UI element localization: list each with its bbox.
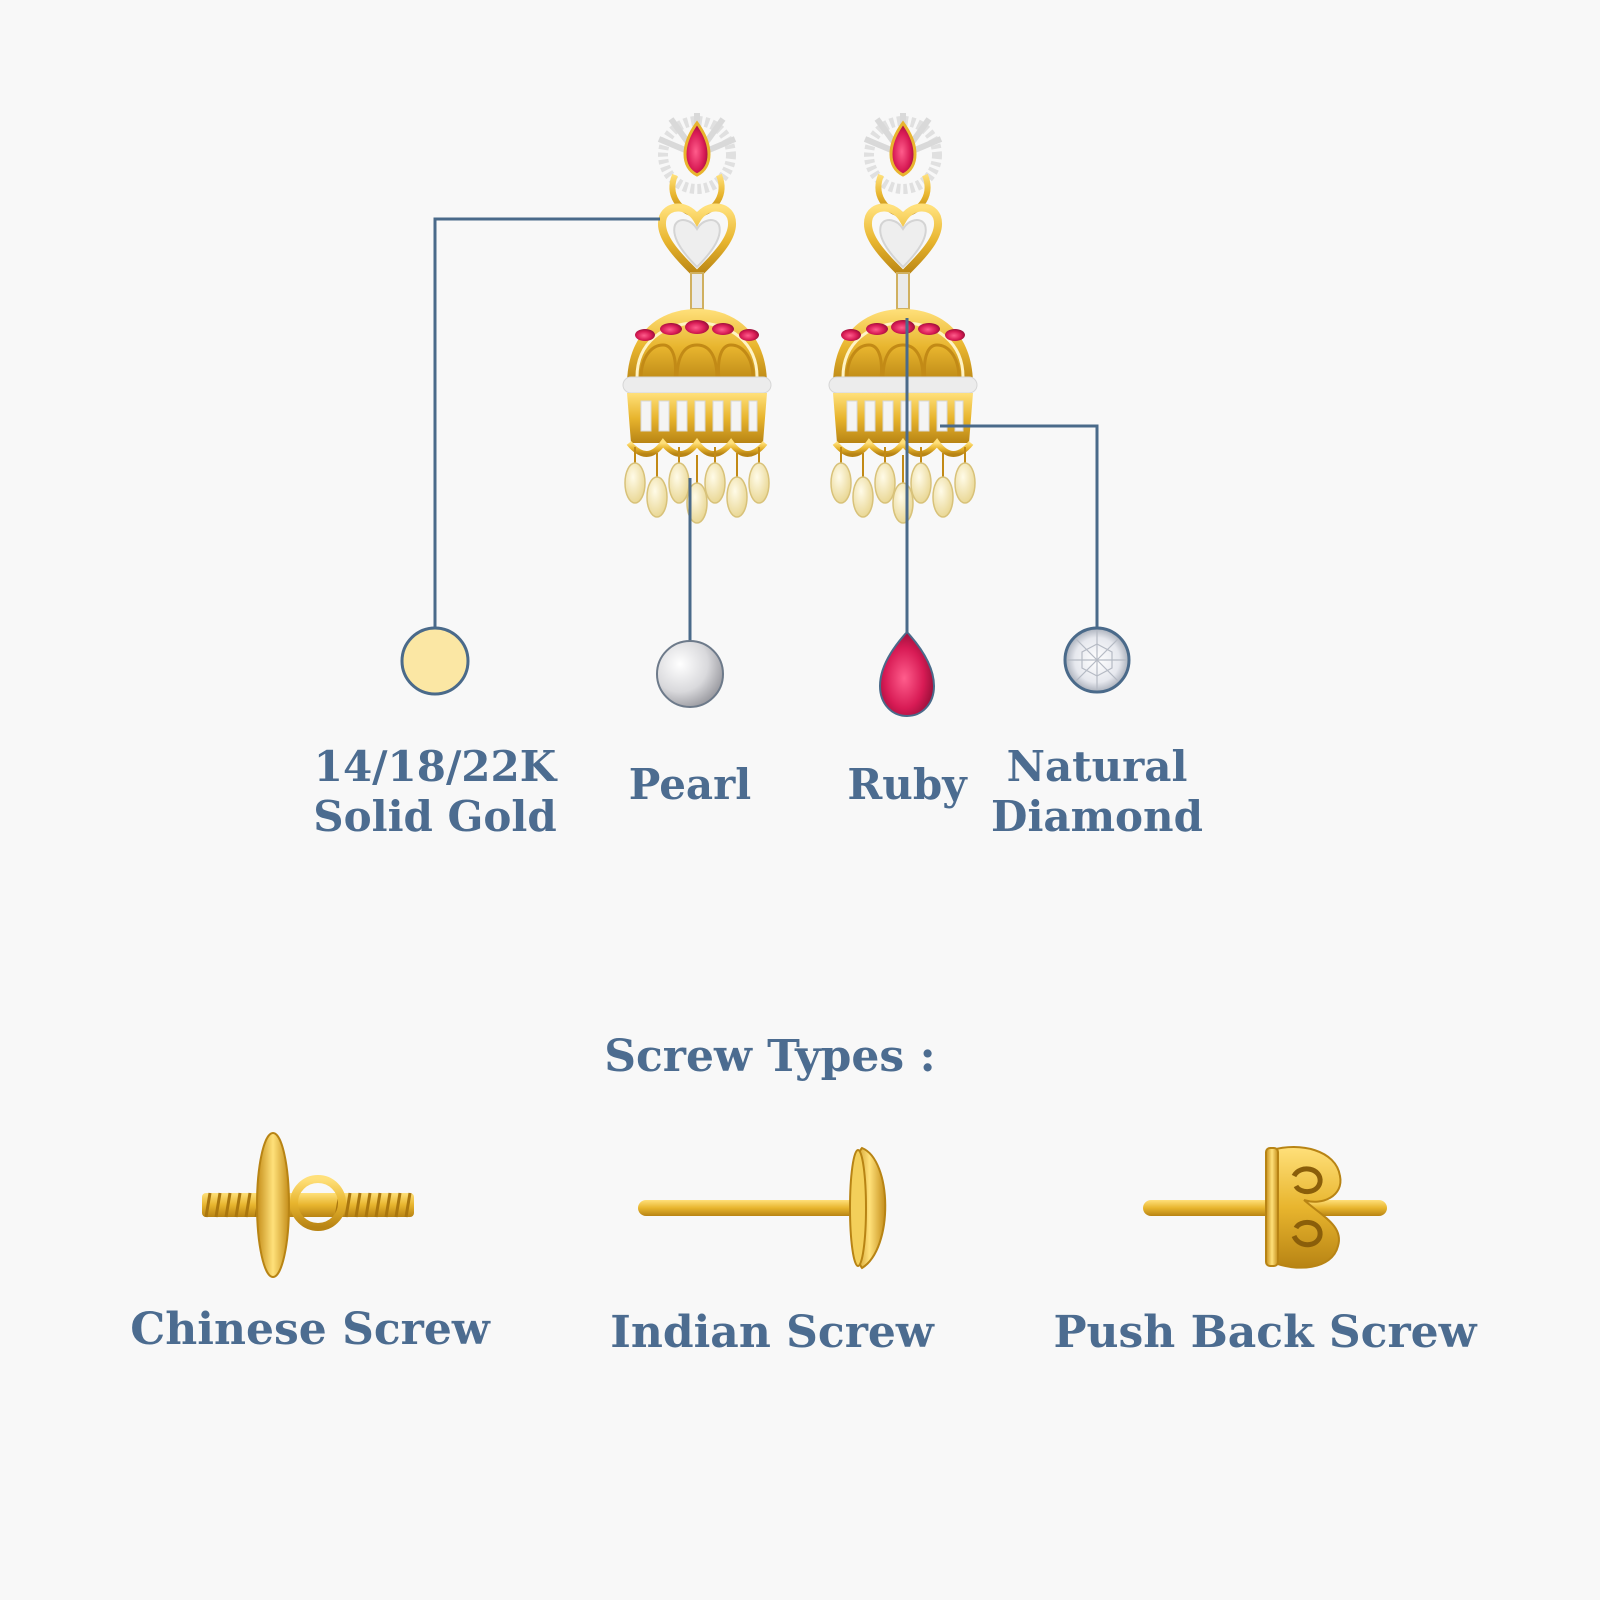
indian-screw-label: Indian Screw <box>610 1307 934 1358</box>
gold-leader-line <box>433 217 660 629</box>
chinese-screw-label: Chinese Screw <box>130 1304 490 1355</box>
chinese-screw-icon <box>202 1132 414 1278</box>
material-label-diamond: Natural Diamond <box>977 742 1217 842</box>
gold-label-line-2: Solid Gold <box>313 792 557 841</box>
diamond-icon <box>1063 626 1131 694</box>
diamond-leader-line <box>940 424 1099 628</box>
material-label-gold: 14/18/22K Solid Gold <box>305 742 565 842</box>
diamond-label-line-1: Natural <box>1006 742 1188 791</box>
ruby-icon <box>878 630 936 718</box>
material-label-ruby: Ruby <box>807 760 1007 810</box>
diamond-label-line-2: Diamond <box>991 792 1203 841</box>
indian-screw-icon <box>638 1146 887 1270</box>
gold-label-line-1: 14/18/22K <box>313 742 557 791</box>
ruby-label: Ruby <box>847 760 967 809</box>
gold-swatch-icon <box>400 626 470 696</box>
leader-lines <box>433 217 1099 641</box>
push-back-screw-icon <box>1143 1146 1387 1269</box>
material-label-pearl: Pearl <box>590 760 790 810</box>
left-earring <box>623 113 771 523</box>
screw-types-title: Screw Types : <box>604 1031 936 1082</box>
right-earring <box>829 113 977 523</box>
pearl-icon <box>656 640 724 708</box>
push-back-screw-label: Push Back Screw <box>1053 1307 1477 1358</box>
pearl-label: Pearl <box>628 760 752 809</box>
